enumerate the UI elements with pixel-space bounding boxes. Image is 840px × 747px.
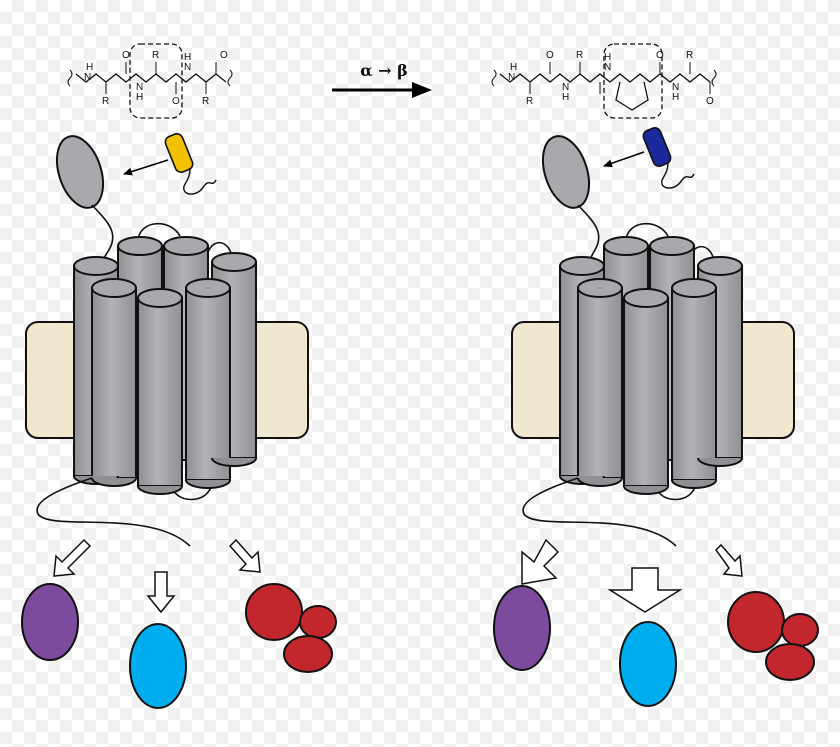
svg-text:O: O xyxy=(220,50,228,61)
svg-text:N: N xyxy=(672,82,679,93)
alpha-residue-highlight-box xyxy=(129,43,183,119)
signal-arrow-purple xyxy=(521,538,560,585)
arrow-label: α → β xyxy=(360,61,407,80)
svg-text:R: R xyxy=(526,96,533,107)
svg-text:O: O xyxy=(546,50,554,61)
svg-text:R: R xyxy=(576,50,583,61)
transmembrane-helix-bundle xyxy=(559,236,743,495)
svg-text:H: H xyxy=(510,62,517,73)
purple-effector xyxy=(21,583,79,661)
c-terminal-tail xyxy=(36,477,191,547)
svg-text:H: H xyxy=(672,92,679,103)
svg-text:N: N xyxy=(136,82,143,93)
svg-text:O: O xyxy=(656,50,664,61)
svg-text:O: O xyxy=(706,96,714,107)
beta-peptide-ligand xyxy=(642,127,695,189)
svg-text:R: R xyxy=(686,50,693,61)
blue-effector xyxy=(619,621,677,707)
red-effector-complex xyxy=(245,583,337,673)
svg-text:R: R xyxy=(102,96,109,107)
signal-arrow-blue xyxy=(607,567,683,613)
svg-text:H: H xyxy=(136,92,143,103)
svg-text:H: H xyxy=(184,52,191,63)
blue-effector xyxy=(129,623,187,709)
svg-text:N: N xyxy=(84,72,91,83)
signal-arrow-red xyxy=(228,538,261,573)
alpha-to-beta-arrow: α → β xyxy=(332,61,432,98)
purple-effector xyxy=(493,585,551,671)
svg-text:N: N xyxy=(604,62,611,73)
svg-text:R: R xyxy=(202,96,209,107)
svg-text:R: R xyxy=(152,50,159,61)
beta-receptor-panel xyxy=(493,127,819,707)
red-effector-complex xyxy=(727,591,819,681)
alpha-receptor-panel xyxy=(21,133,337,709)
signal-arrow-blue xyxy=(146,571,176,614)
cyclopentane-ring xyxy=(615,81,649,111)
alpha-peptide-structure: H N R O R N H O R N H O xyxy=(67,43,233,119)
svg-text:H: H xyxy=(86,62,93,73)
beta-peptide-structure: H N R O R N H N H O R N H O xyxy=(491,43,717,119)
svg-text:N: N xyxy=(508,72,515,83)
signal-arrow-purple xyxy=(53,538,92,577)
beta-residue-highlight-box xyxy=(603,43,663,119)
svg-text:O: O xyxy=(172,96,180,107)
svg-text:N: N xyxy=(562,82,569,93)
c-terminal-tail xyxy=(522,477,677,547)
transmembrane-helix-bundle xyxy=(73,236,257,495)
n-terminal-domain xyxy=(55,135,105,209)
svg-text:O: O xyxy=(122,50,130,61)
svg-text:H: H xyxy=(562,92,569,103)
alpha-peptide-ligand xyxy=(164,133,217,195)
signal-arrow-red xyxy=(715,543,743,577)
n-terminal-domain xyxy=(541,135,591,209)
svg-text:N: N xyxy=(184,62,191,73)
svg-text:H: H xyxy=(604,52,611,63)
